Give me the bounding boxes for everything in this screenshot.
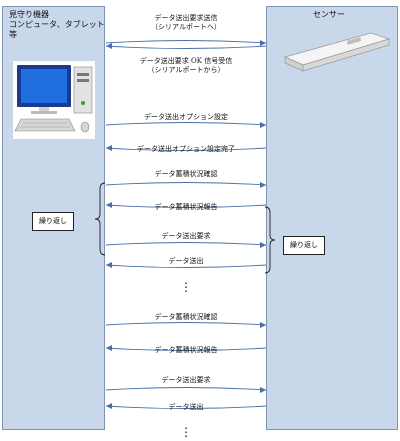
- message-label: データ蓄積状況確認: [155, 170, 218, 179]
- lane-title-line: 見守り機器: [9, 10, 49, 19]
- continuation-ellipsis: ⋮: [180, 425, 192, 439]
- lane-title-line: コンピュータ、タブレット: [9, 20, 105, 29]
- arrow-head: [260, 322, 266, 328]
- arrow-head: [106, 43, 112, 49]
- message-arrow: [105, 147, 267, 151]
- message-text: データ送出要求 OK 信号受信: [139, 57, 233, 65]
- arrow-head: [106, 145, 112, 151]
- computer-lane-title: 見守り機器 コンピュータ、タブレット 等: [9, 10, 105, 40]
- message-arrow: [105, 322, 267, 326]
- sensor-lane-title: センサー: [313, 10, 345, 19]
- message-subtext: （シリアルポートへ）: [151, 23, 221, 31]
- message-text: データ送出要求: [161, 232, 211, 240]
- sensor-device-icon: [283, 32, 391, 72]
- message-label: データ送出要求: [162, 376, 211, 385]
- message-label: データ送出: [169, 403, 204, 412]
- repeat-label-right: 繰り返し: [283, 236, 325, 255]
- message-label: データ蓄積状況報告: [155, 203, 218, 212]
- computer-lane: 見守り機器 コンピュータ、タブレット 等: [2, 6, 105, 430]
- message-label: データ送出要求: [162, 232, 211, 241]
- lane-title-line: 等: [9, 30, 17, 39]
- message-label: データ蓄積状況報告: [155, 346, 218, 355]
- message-arrow: [105, 45, 267, 49]
- arrow-head: [106, 262, 112, 268]
- message-arrow: [105, 264, 267, 268]
- computer-icon: [13, 61, 95, 139]
- arrow-head: [106, 202, 112, 208]
- message-label: データ送出要求 OK 信号受信（シリアルポートから）: [140, 57, 232, 75]
- arrow-head: [260, 387, 266, 393]
- message-label: データ送出要求送信（シリアルポートへ）: [151, 14, 221, 32]
- message-subtext: （シリアルポートから）: [147, 66, 225, 74]
- continuation-ellipsis: ⋮: [180, 280, 192, 294]
- message-arrow: [105, 242, 267, 246]
- repeat-brace: [264, 206, 276, 274]
- message-text: データ蓄積状況確認: [154, 170, 218, 178]
- arrow-head: [260, 242, 266, 248]
- sensor-lane: センサー: [266, 6, 398, 430]
- message-arrow: [105, 387, 267, 391]
- message-label: データ蓄積状況確認: [155, 313, 218, 322]
- message-text: データ蓄積状況報告: [154, 346, 218, 354]
- message-arrow: [105, 122, 267, 126]
- message-arrow: [105, 347, 267, 351]
- message-text: データ送出: [168, 403, 204, 411]
- message-arrow: [105, 40, 267, 44]
- message-label: データ送出オプション設定: [144, 113, 228, 122]
- message-arrow: [105, 182, 267, 186]
- message-text: データ送出オプション設定: [144, 113, 228, 121]
- arrow-head: [260, 122, 266, 128]
- arrow-head: [260, 182, 266, 188]
- message-text: データ蓄積状況報告: [154, 203, 218, 211]
- message-text: データ送出要求送信: [154, 14, 218, 22]
- arrow-head: [260, 40, 266, 46]
- message-arrow: [105, 204, 267, 208]
- message-label: データ送出オプション設定完了: [137, 145, 235, 154]
- message-text: データ送出オプション設定完了: [137, 145, 235, 153]
- repeat-brace: [94, 182, 106, 256]
- repeat-label-left: 繰り返し: [32, 212, 74, 231]
- message-text: データ蓄積状況確認: [154, 313, 218, 321]
- arrow-head: [106, 345, 112, 351]
- message-text: データ送出要求: [161, 376, 211, 384]
- message-arrow: [105, 405, 267, 409]
- message-text: データ送出: [168, 257, 204, 265]
- arrow-head: [106, 403, 112, 409]
- message-label: データ送出: [169, 257, 204, 266]
